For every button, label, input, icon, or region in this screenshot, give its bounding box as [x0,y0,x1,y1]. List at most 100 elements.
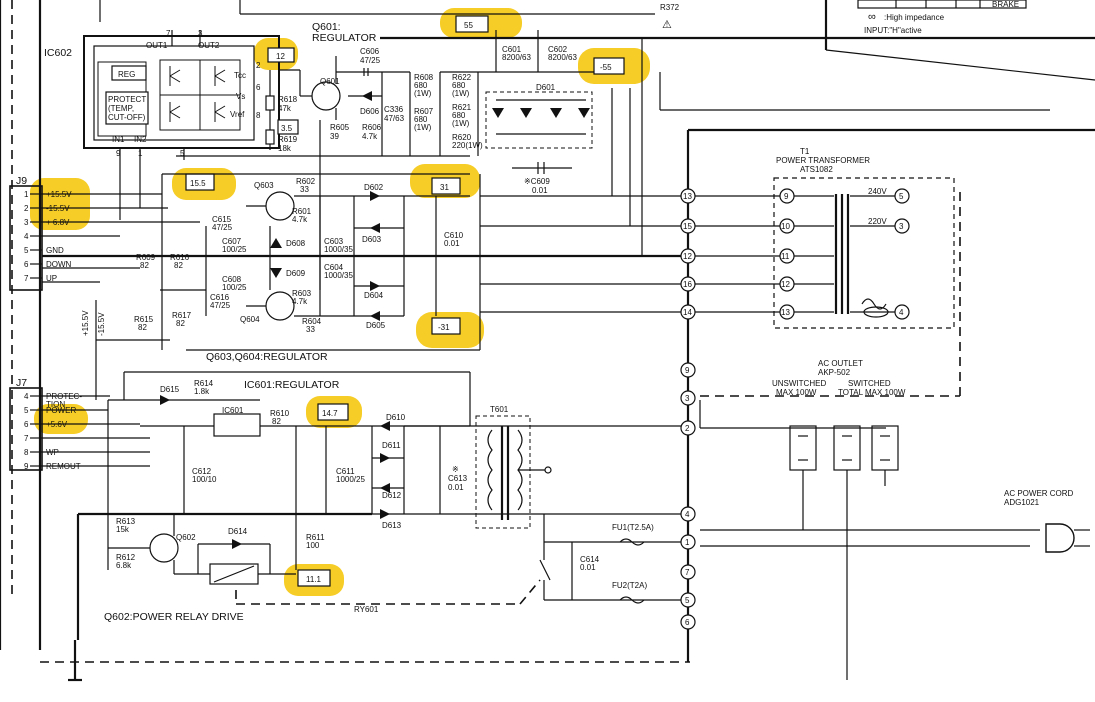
voltage-tag-11-1: 11.1 [306,575,322,584]
transformer-sec-label-11: 11 [781,252,790,261]
q603-q604-section-title: Q603,Q604:REGULATOR [206,351,328,363]
transformer-sec-label-10: 10 [781,222,790,231]
in1-label: IN1 [112,135,125,144]
d606-label: D606 [360,107,380,116]
voltage-tag-neg31: -31 [438,323,450,332]
ry601-label: RY601 [354,605,379,614]
transformer-sec-label-12: 12 [781,280,790,289]
d605-label: D605 [366,321,386,330]
ic601-section-title: IC601:REGULATOR [244,379,340,391]
ic602-pin-7: 7 [166,29,171,38]
fu2-label: FU2(T2A) [612,581,647,590]
d601-label: D601 [536,83,556,92]
transformer-sec-label-9: 9 [784,192,789,201]
legend-input-active: INPUT:"H"active [864,26,922,35]
terminal-5 [680,592,696,608]
terminal-1 [680,534,696,550]
ic601-label: IC601 [222,406,244,415]
warning-icon: ⚠ [662,19,672,31]
q602-section-title: Q602:POWER RELAY DRIVE [104,611,244,623]
terminal-6 [680,614,696,630]
t601-label: T601 [490,405,509,414]
d604-label: D604 [364,291,384,300]
protect-label: PROTECT(TEMP,CUT-OFF) [108,95,146,122]
j7-wires [42,395,150,570]
out1-label: OUT1 [146,41,168,50]
240v-label: 240V [868,187,887,196]
vref-label: Vref [230,110,245,119]
j9-pin-1: 1 [24,190,29,199]
j9-pin-6: 6 [24,260,29,269]
ic602-pin-9: 9 [116,149,121,158]
d610-label: D610 [386,413,406,422]
220v-label: 220V [868,217,887,226]
d612-label: D612 [382,491,402,500]
reg-label: REG [118,70,135,79]
transformer-sec-9 [779,188,795,204]
j9-label-5: GND [46,246,64,255]
in2-label: IN2 [134,135,147,144]
transformer-input-label-15: 15 [683,222,692,231]
r372-label: R372 [660,3,680,12]
q601-label: Q601 [320,77,340,86]
terminal-label-2: 2 [685,424,690,433]
terminal-label-4: 4 [685,510,690,519]
transformer-input-label-12: 12 [683,252,692,261]
transformer-prim-label-4: 4 [899,308,904,317]
j9-wires [42,174,688,350]
terminal-label-7: 7 [685,568,690,577]
voltage-tag-12: 12 [276,52,285,61]
j7-pin-8: 8 [24,448,29,457]
rail-neg15-5v-label: -15.5V [97,312,106,336]
j7-pin-6: 6 [24,420,29,429]
q604-label: Q604 [240,315,260,324]
infinity-icon: ∞ [868,11,876,23]
d615-label: D615 [160,385,180,394]
transformer-input-label-13: 13 [683,192,692,201]
d611-label: D611 [382,441,401,450]
ic602-label: IC602 [44,47,72,59]
rail-15-5v-label: +15.5V [81,310,90,336]
d613-label: D613 [382,521,402,530]
ic602-pin-6: 6 [256,83,261,92]
j9-pin-3: 3 [24,218,29,227]
terminal-label-6: 6 [685,618,690,627]
j9-pin-2: 2 [24,204,29,213]
transformer-prim-label-5: 5 [899,192,904,201]
j9-pin-4: 4 [24,232,29,241]
transformer-input-label-14: 14 [683,308,692,317]
ic602-pin-3: 3 [198,29,203,38]
d602-label: D602 [364,183,384,192]
